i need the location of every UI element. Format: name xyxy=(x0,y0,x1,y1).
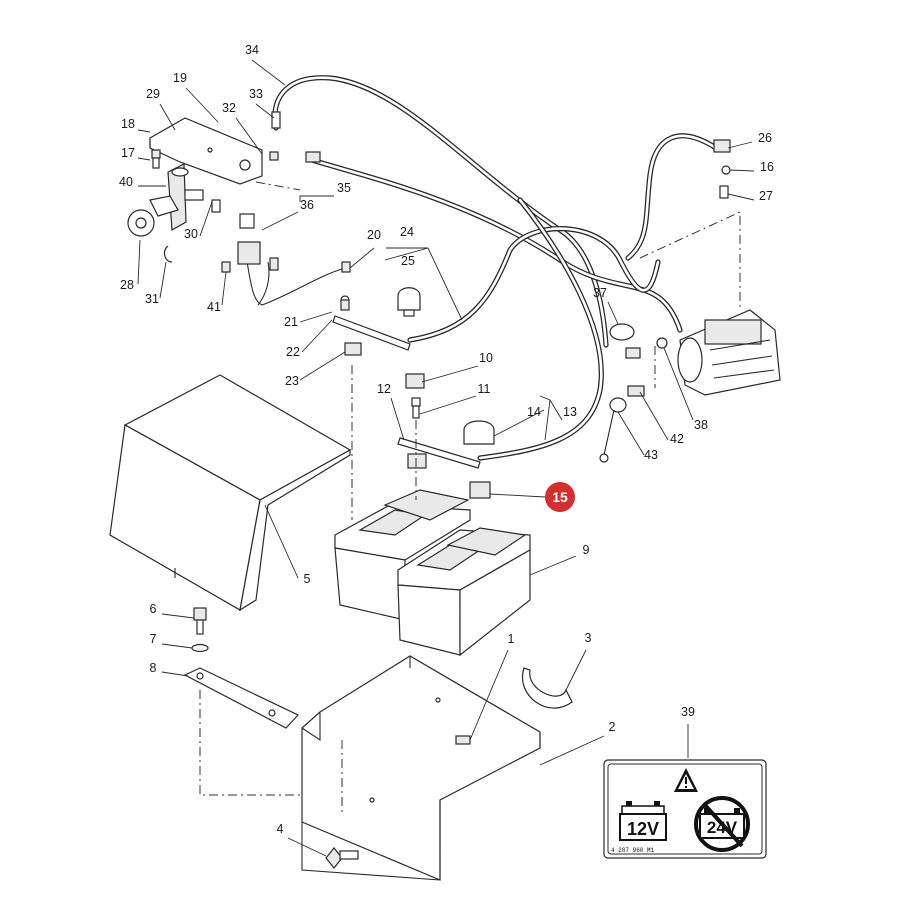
callout-23: 23 xyxy=(285,374,299,388)
callout-6: 6 xyxy=(150,602,157,616)
callout-35: 35 xyxy=(337,181,351,195)
callout-38: 38 xyxy=(694,418,708,432)
callout-34: 34 xyxy=(245,43,259,57)
fitting-42 xyxy=(627,385,645,397)
battery-isolator-switch-40 xyxy=(149,163,204,231)
warning-decal-39: 12V 24V 4 287 960 M1 xyxy=(603,759,767,859)
terminal-cap-37 xyxy=(609,323,641,359)
callout-36: 36 xyxy=(300,198,314,212)
warning-triangle-icon xyxy=(674,768,698,792)
callout-25: 25 xyxy=(401,254,415,268)
battery-left xyxy=(334,489,471,621)
decal-12v-label: 12V xyxy=(627,819,659,839)
cable-26 xyxy=(625,133,719,261)
terminal-33 xyxy=(271,111,281,129)
callout-42: 42 xyxy=(670,432,684,446)
callout-28: 28 xyxy=(120,278,134,292)
link-bar-12 xyxy=(397,437,481,469)
clamp-10 xyxy=(405,373,425,389)
circlip-31 xyxy=(163,245,173,263)
cable-24 xyxy=(407,226,661,343)
callout-5: 5 xyxy=(304,572,311,586)
callout-33: 33 xyxy=(249,87,263,101)
callout-14: 14 xyxy=(527,405,541,419)
callout-20: 20 xyxy=(367,228,381,242)
decal-code: 4 287 960 M1 xyxy=(611,847,655,854)
callout-9: 9 xyxy=(583,543,590,557)
callout-21: 21 xyxy=(284,315,298,329)
strap-3 xyxy=(521,667,573,709)
callout-7: 7 xyxy=(150,632,157,646)
assembly-lines xyxy=(199,181,741,815)
relay-36 xyxy=(211,199,261,265)
battery-cover-5 xyxy=(109,374,352,612)
callout-1: 1 xyxy=(508,632,515,646)
cable-34 xyxy=(272,75,609,348)
leader-lines xyxy=(137,59,755,857)
clamp-15 xyxy=(469,481,491,499)
cable-end-lug xyxy=(305,151,321,163)
callout-41: 41 xyxy=(207,300,221,314)
link-bar-22 xyxy=(332,295,411,351)
callout-10: 10 xyxy=(479,351,493,365)
callout-40: 40 xyxy=(119,175,133,189)
callout-2: 2 xyxy=(609,720,616,734)
terminal-boot-14 xyxy=(463,420,495,445)
wire-harness xyxy=(242,241,346,306)
cap-43 xyxy=(599,397,627,463)
washer-7 xyxy=(191,643,209,653)
terminal-boot-25 xyxy=(397,287,421,317)
callout-8: 8 xyxy=(150,661,157,675)
callout-3: 3 xyxy=(585,631,592,645)
callout-17: 17 xyxy=(121,146,135,160)
callout-32: 32 xyxy=(222,101,236,115)
bolt-11 xyxy=(411,397,421,419)
prohibition-slash xyxy=(702,802,744,848)
callout-27: 27 xyxy=(759,189,773,203)
callout-24: 24 xyxy=(400,225,414,239)
cable-13 xyxy=(477,197,604,461)
callout-18: 18 xyxy=(121,117,135,131)
screw-41 xyxy=(221,261,231,273)
callout-11: 11 xyxy=(478,382,491,396)
callout-43: 43 xyxy=(644,448,658,462)
callout-26: 26 xyxy=(758,131,772,145)
callout-16: 16 xyxy=(760,160,774,174)
knob-4 xyxy=(325,847,359,869)
highlight-label[interactable]: 15 xyxy=(552,489,568,505)
battery-12v-icon xyxy=(619,801,667,841)
highlight-callout-15[interactable]: 15 xyxy=(545,482,575,512)
mounting-bracket-29 xyxy=(149,117,263,185)
callout-31: 31 xyxy=(145,292,159,306)
terminal-lug-20 xyxy=(341,261,351,273)
screw-17-18 xyxy=(151,149,161,169)
washer-38 xyxy=(656,337,668,349)
callout-30: 30 xyxy=(184,227,198,241)
bolt-6 xyxy=(193,607,207,635)
callout-37: 37 xyxy=(593,286,607,300)
mounting-ring-28 xyxy=(127,209,155,237)
callout-39: 39 xyxy=(681,705,695,719)
wire-harness-branch xyxy=(257,261,270,306)
starter-motor xyxy=(677,309,781,396)
bolt-26-16-27 xyxy=(713,139,731,199)
callout-12: 12 xyxy=(377,382,391,396)
clamp-bar-8 xyxy=(183,667,299,729)
callout-13: 13 xyxy=(563,405,577,419)
callout-29: 29 xyxy=(146,87,160,101)
callout-4: 4 xyxy=(277,822,284,836)
battery-tray-2 xyxy=(301,655,541,881)
connector-plug xyxy=(269,257,279,271)
callout-19: 19 xyxy=(173,71,187,85)
highlight-badge[interactable] xyxy=(545,482,575,512)
callout-22: 22 xyxy=(286,345,300,359)
cable-long-main xyxy=(309,157,683,333)
bolt-1 xyxy=(455,735,471,745)
clamp-23 xyxy=(344,342,362,356)
battery-right xyxy=(397,527,531,657)
nut-32 xyxy=(269,151,279,161)
